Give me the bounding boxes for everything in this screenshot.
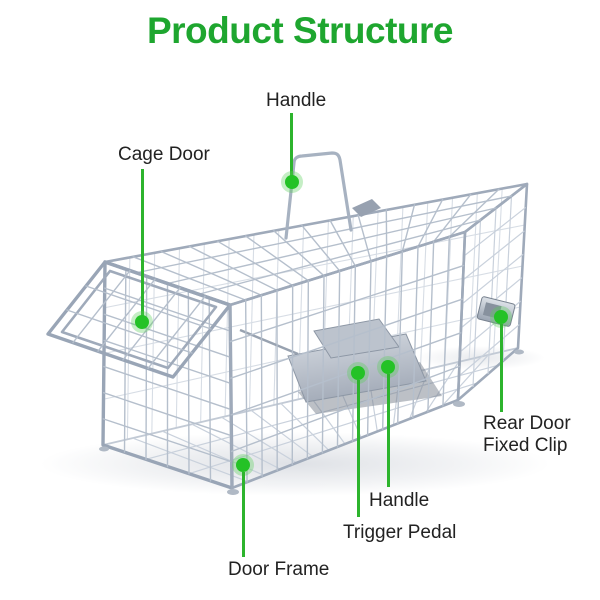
handle-part: [284, 151, 353, 240]
callout-line-rear-door-fixed-clip: [499, 324, 503, 412]
callout-label-handle-bottom: Handle: [369, 490, 430, 511]
callout-line-trigger-pedal: [356, 380, 360, 517]
callout-label-rear-door-fixed-clip: Rear Door Fixed Clip: [483, 413, 571, 456]
callout-label-handle-top: Handle: [266, 90, 327, 111]
page-title: Product Structure: [146, 10, 454, 51]
cage-door-part: [46, 260, 232, 379]
callout-dot-door-frame: [236, 458, 250, 472]
callout-line-handle-bottom: [386, 374, 390, 487]
trigger-pedal-part: [239, 318, 442, 414]
callout-line-cage-door: [140, 169, 144, 317]
callout-line-handle-top: [289, 113, 293, 178]
callout-dot-handle-top: [285, 175, 299, 189]
callout-label-door-frame: Door Frame: [228, 559, 330, 580]
callout-dot-rear-door-fixed-clip: [494, 310, 508, 324]
callout-dot-cage-door: [135, 315, 149, 329]
door-lock-bracket: [352, 199, 381, 217]
callout-label-cage-door: Cage Door: [118, 144, 210, 165]
callout-label-trigger-pedal: Trigger Pedal: [343, 522, 457, 543]
cage-feet: [99, 349, 524, 495]
callout-dot-handle-bottom: [381, 360, 395, 374]
callout-dot-trigger-pedal: [351, 366, 365, 380]
cage-front-panel: [228, 230, 467, 490]
callout-line-door-frame: [241, 472, 245, 557]
